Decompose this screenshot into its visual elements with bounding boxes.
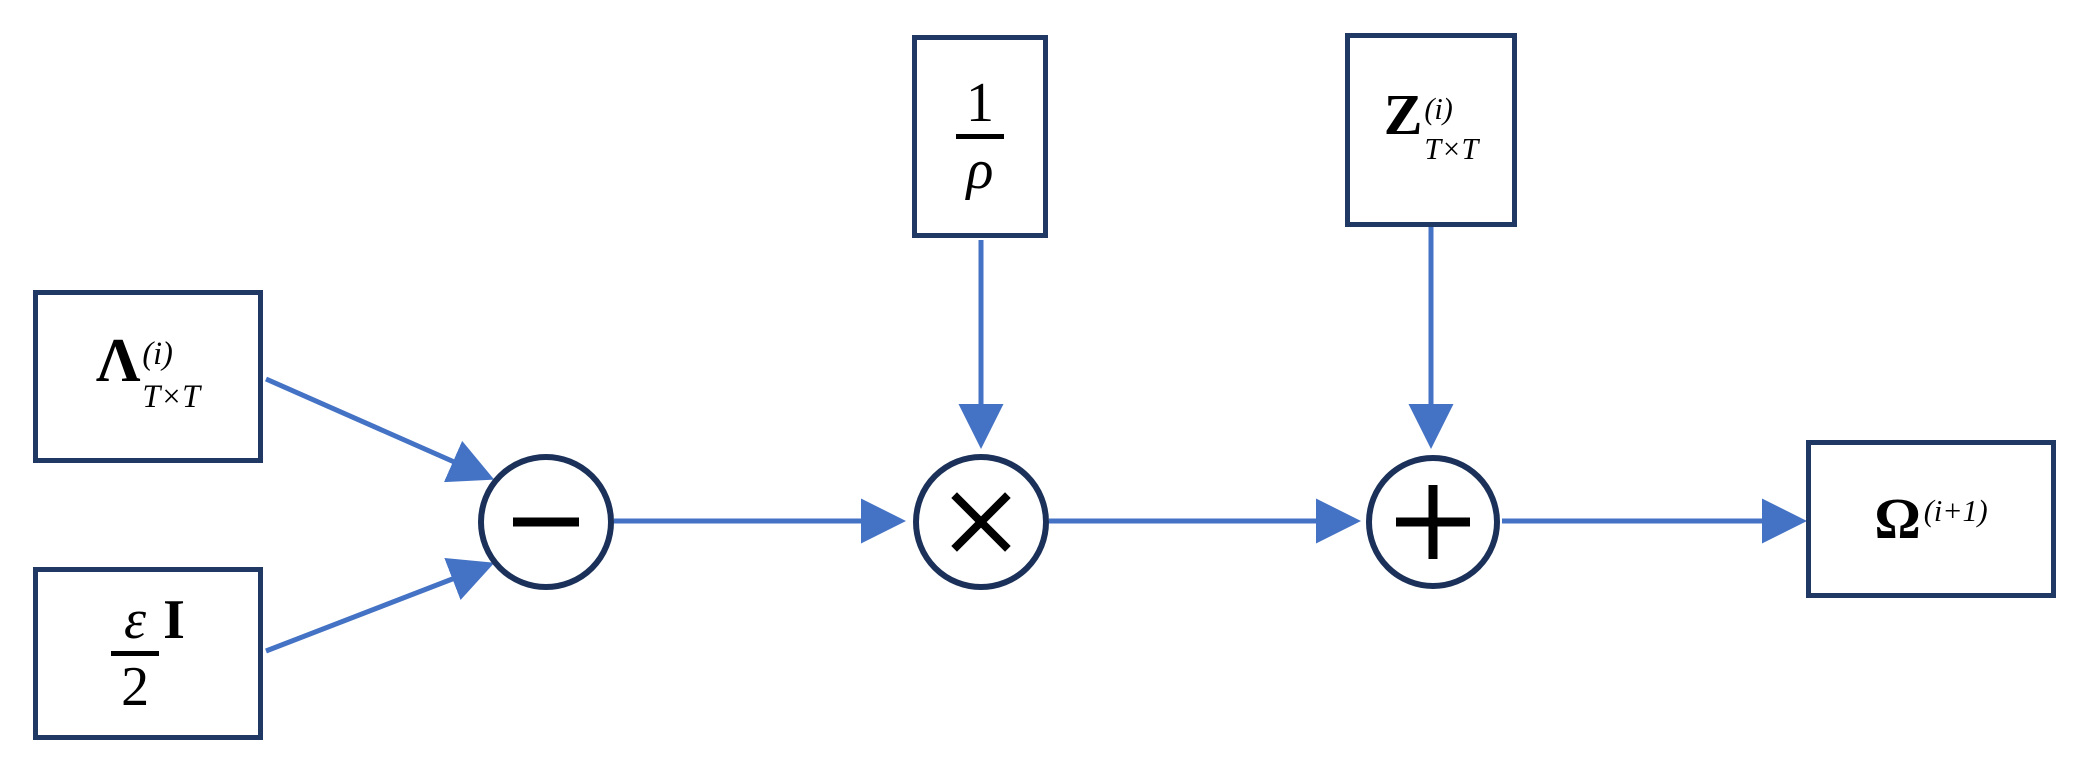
z-base: Z xyxy=(1383,81,1423,147)
z-indices: (i) T×T xyxy=(1424,93,1479,177)
minus-icon xyxy=(484,460,608,584)
rho-numerator: 1 xyxy=(966,71,994,134)
lambda-base: Λ xyxy=(95,326,141,395)
epsilon-identity-expression: ε 2 I xyxy=(111,588,185,719)
omega-expression: Ω (i+1) xyxy=(1874,490,1987,548)
operator-add[interactable]: + xyxy=(1366,455,1500,589)
rho-denominator: ρ xyxy=(966,139,994,202)
epsilon-numerator: ε xyxy=(124,588,147,651)
lambda-expression: Λ (i) T×T xyxy=(96,330,200,424)
omega-superscript: (i+1) xyxy=(1923,493,1988,528)
times-icon xyxy=(919,460,1043,584)
omega-base: Ω xyxy=(1874,486,1921,551)
one-over-rho-fraction: 1 ρ xyxy=(955,71,1005,202)
lambda-subscript: T×T xyxy=(142,377,201,414)
z-superscript: (i) xyxy=(1424,91,1453,126)
operator-subtract[interactable]: − xyxy=(478,454,614,590)
epsilon-denominator: 2 xyxy=(121,656,150,719)
node-one-over-rho[interactable]: 1 ρ xyxy=(912,35,1048,238)
operator-multiply[interactable]: × xyxy=(913,454,1049,590)
z-expression: Z (i) T×T xyxy=(1383,81,1479,177)
plus-icon xyxy=(1372,461,1494,583)
node-epsilon-identity[interactable]: ε 2 I xyxy=(33,567,263,740)
fraction-bar xyxy=(111,651,160,656)
lambda-superscript: (i) xyxy=(142,335,173,372)
node-z-matrix[interactable]: Z (i) T×T xyxy=(1345,33,1517,227)
fraction-bar xyxy=(955,134,1005,139)
z-subscript: T×T xyxy=(1424,131,1479,166)
edge-lambda-to-minus xyxy=(264,376,495,483)
edge-epsilon-to-minus xyxy=(265,557,495,654)
node-lambda[interactable]: Λ (i) T×T xyxy=(33,290,263,463)
epsilon-over-two-fraction: ε 2 xyxy=(111,588,160,719)
identity-matrix-symbol: I xyxy=(163,588,185,651)
lambda-indices: (i) T×T xyxy=(142,337,201,427)
node-omega-output[interactable]: Ω (i+1) xyxy=(1806,440,2056,598)
